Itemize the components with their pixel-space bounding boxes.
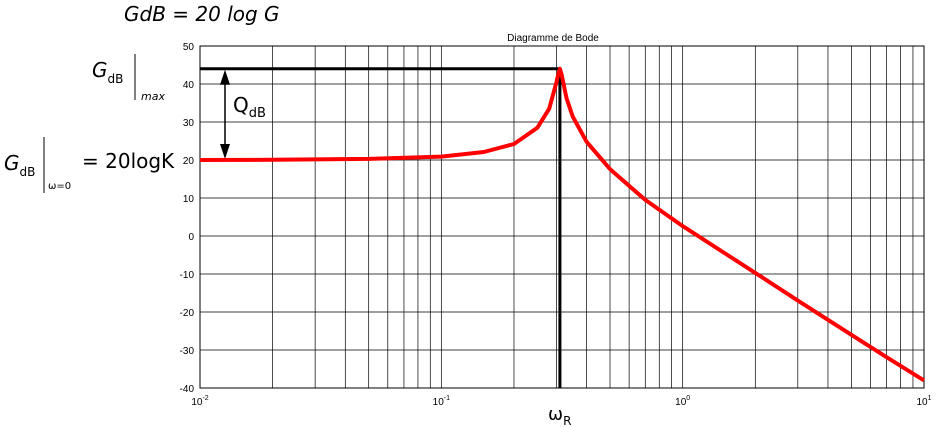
q-double-arrow [220, 69, 230, 159]
svg-text:GdB: GdB [4, 151, 35, 179]
y-axis: 50 40 30 20 10 0 -10 -20 -30 -40 [180, 42, 195, 395]
gain-curve [199, 66, 926, 383]
x-tick-label: 10-1 [433, 395, 450, 408]
svg-text:GdB: GdB [92, 58, 123, 86]
formula-annotation: GdB = 20 log G [124, 2, 280, 26]
plot-area [199, 45, 925, 389]
y-tick-label: -20 [180, 308, 195, 319]
x-axis: 10-2 10-1 100 101 [191, 395, 931, 408]
y-tick-label: 40 [183, 80, 195, 91]
g0-annotation: GdB ω=0 = 20logK [4, 137, 175, 193]
chart-title: Diagramme de Bode [507, 33, 599, 44]
q-annotation: QdB [233, 93, 266, 121]
y-tick-label: 50 [183, 42, 195, 53]
svg-text:max: max [141, 90, 165, 103]
gmax-annotation: GdB max [92, 54, 165, 103]
svg-text:= 20logK: = 20logK [82, 149, 175, 173]
x-tick-label: 10-2 [191, 395, 208, 408]
y-tick-label: -30 [180, 346, 195, 357]
svg-text:ω=0: ω=0 [48, 181, 71, 192]
y-tick-label: -10 [180, 270, 195, 281]
x-tick-label: 100 [675, 395, 690, 408]
y-tick-label: 20 [183, 156, 195, 167]
x-tick-label: 101 [916, 395, 931, 408]
y-tick-label: 0 [188, 232, 194, 243]
y-tick-label: 10 [183, 194, 195, 205]
x-axis-label: ωR [548, 404, 571, 427]
y-tick-label: 30 [183, 118, 195, 129]
y-tick-label: -40 [180, 384, 195, 395]
grid [200, 46, 924, 388]
